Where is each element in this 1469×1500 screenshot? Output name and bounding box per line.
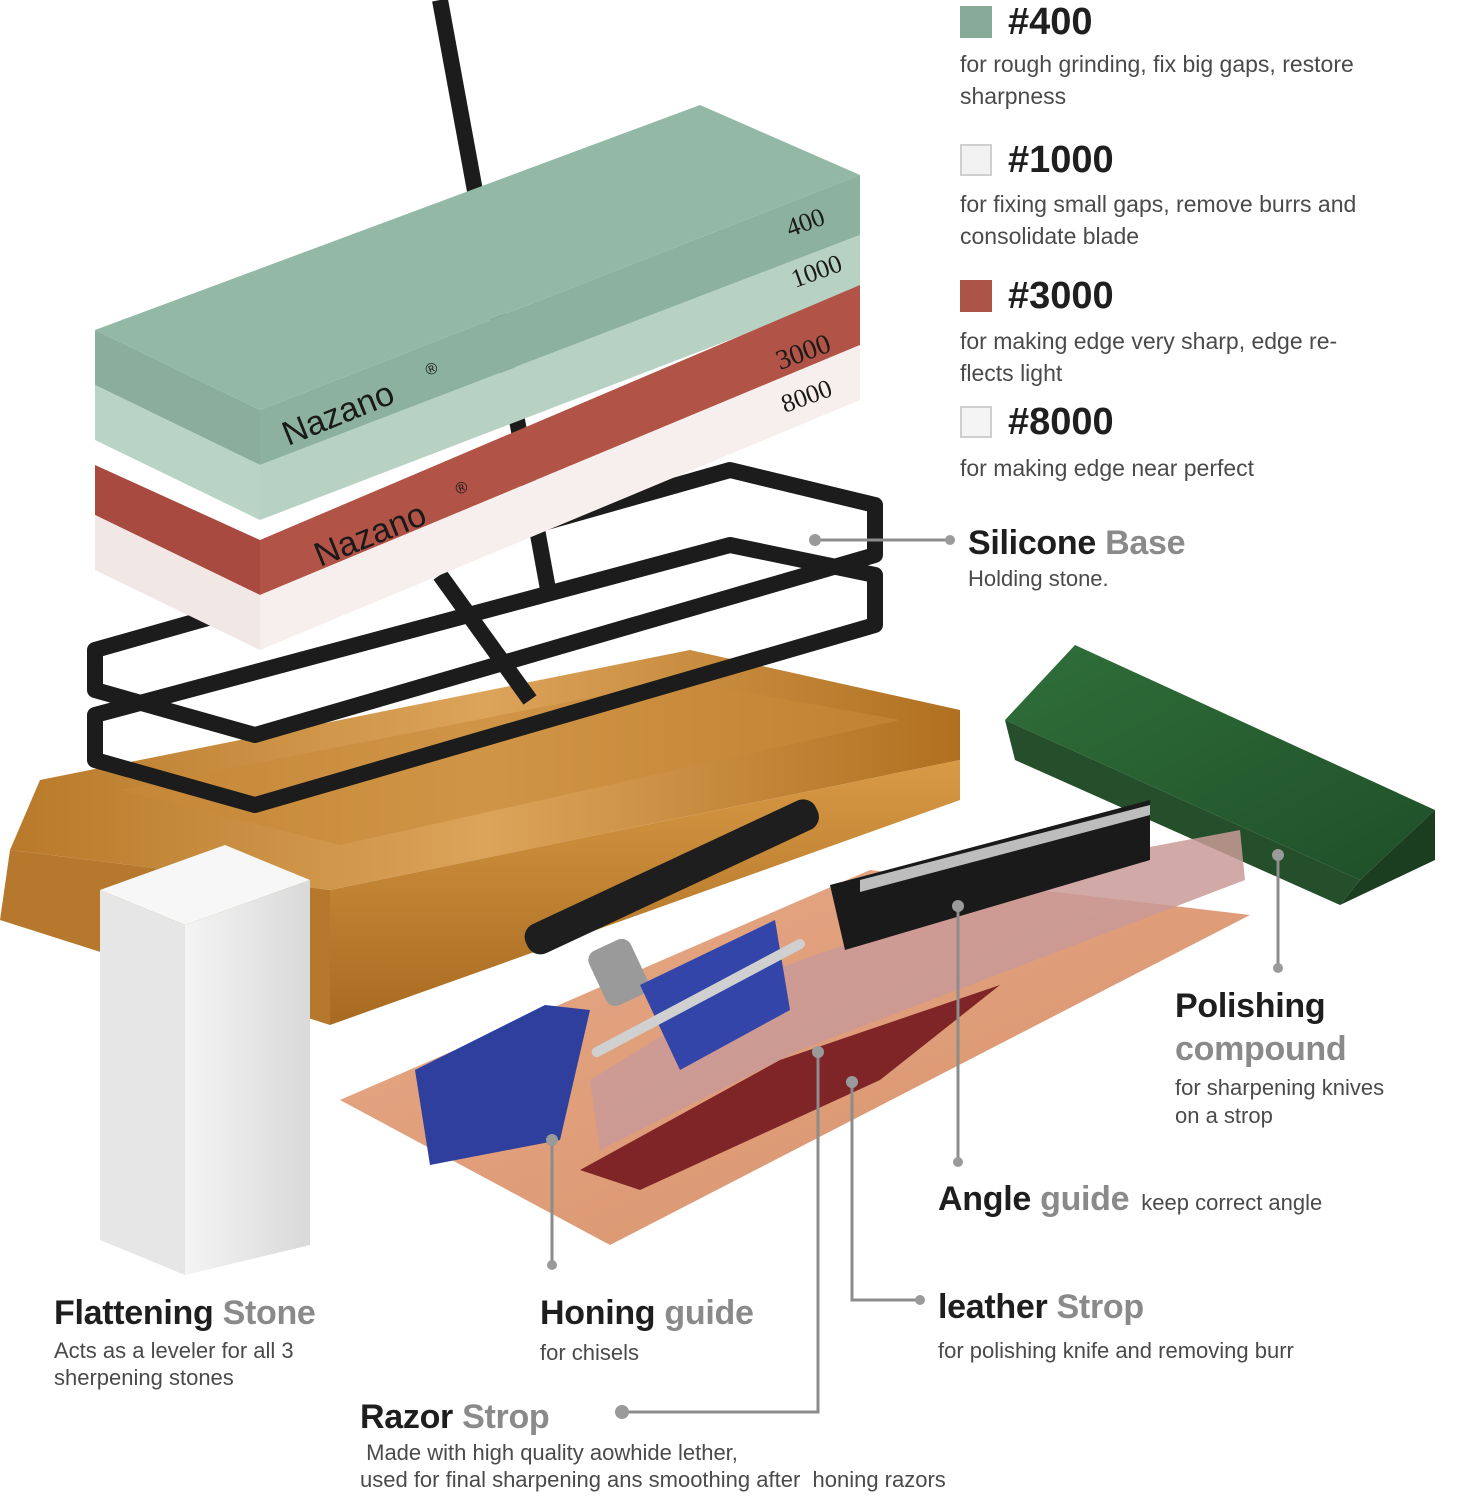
grit-3000-desc-line2: flects light: [960, 360, 1063, 386]
polishing-compound-label: Polishing compound for sharpening knives…: [1175, 985, 1384, 1129]
grit-400-desc-line1: for rough grinding, fix big gaps, restor…: [960, 51, 1354, 77]
silicone-base-title: Silicone Base: [968, 524, 1186, 562]
leather-strop-desc: for polishing knife and removing burr: [938, 1337, 1294, 1363]
flattening-stone-desc-line1: Acts as a leveler for all 3: [54, 1337, 294, 1363]
razor-strop-desc-line2: used for final sharpening ans smoothing …: [360, 1467, 946, 1492]
leather-strop: [340, 830, 1250, 1245]
honing-guide-desc: for chisels: [540, 1339, 640, 1365]
grit-3000-swatch: [960, 280, 992, 312]
grit-400-swatch: [960, 6, 992, 38]
polishing-compound-desc-line2: on a strop: [1175, 1102, 1273, 1128]
grit-3000-desc-line1: for making edge very sharp, edge re-: [960, 328, 1338, 354]
flattening-stone-block: [100, 845, 310, 1275]
grit-400-title: #400: [1008, 0, 1093, 43]
callout-dots: [546, 534, 1284, 1419]
honing-guide-label: Honing guide for chisels: [540, 1292, 754, 1366]
leather-strop-title: leather Strop: [938, 1288, 1144, 1326]
angle-guide-tool: [830, 800, 1150, 950]
polishing-compound-title-line2: compound: [1175, 1029, 1347, 1068]
polishing-compound-desc-line1: for sharpening knives: [1175, 1075, 1385, 1100]
callout-lines: [550, 538, 1280, 1414]
grit-1000-desc-line1: for fixing small gaps, remove burrs and: [960, 191, 1357, 217]
grit-1000-row: #1000: [960, 138, 1114, 181]
polishing-compound-title-line1: Polishing: [1175, 987, 1326, 1025]
grit-1000-desc-line2: consolidate blade: [960, 223, 1140, 249]
grit-3000-row: #3000: [960, 274, 1114, 317]
angle-guide-label: Angle guide keep correct angle: [938, 1178, 1322, 1221]
angle-guide-title: Angle guide: [938, 1180, 1130, 1218]
grit-3000-title: #3000: [1008, 274, 1114, 317]
stone-3000-8000: [95, 285, 860, 650]
polishing-compound-bar: [1005, 645, 1435, 905]
angle-guide-desc: keep correct angle: [1141, 1190, 1323, 1215]
grit-8000-desc-line1: for making edge near perfect: [960, 455, 1255, 481]
razor-strop-label: Razor Strop Made with high quality aowhi…: [360, 1396, 946, 1494]
grit-400-row: #400: [960, 0, 1093, 43]
grit-400-desc-line2: sharpness: [960, 83, 1067, 109]
leather-strop-label: leather Strop for polishing knife and re…: [938, 1286, 1294, 1364]
razor-strop-title: Razor Strop: [360, 1398, 550, 1436]
grit-1000-title: #1000: [1008, 138, 1114, 181]
silicone-base-desc: Holding stone.: [968, 565, 1109, 591]
grit-8000-row: #8000: [960, 400, 1114, 443]
grit-8000-swatch: [960, 406, 992, 438]
silicone-base-label: Silicone Base Holding stone.: [968, 522, 1186, 592]
honing-guide-tool: [415, 799, 819, 1165]
grit-1000-swatch: [960, 144, 992, 176]
flattening-stone-title: Flattening Stone: [54, 1294, 316, 1332]
honing-guide-title: Honing guide: [540, 1294, 754, 1332]
stone-400-1000: [95, 105, 860, 520]
razor-strop-desc-line1: Made with high quality aowhide lether,: [360, 1439, 738, 1465]
flattening-stone-desc-line2: sherpening stones: [54, 1365, 234, 1390]
flattening-stone-label: Flattening Stone Acts as a leveler for a…: [54, 1292, 316, 1392]
grit-8000-title: #8000: [1008, 400, 1114, 443]
